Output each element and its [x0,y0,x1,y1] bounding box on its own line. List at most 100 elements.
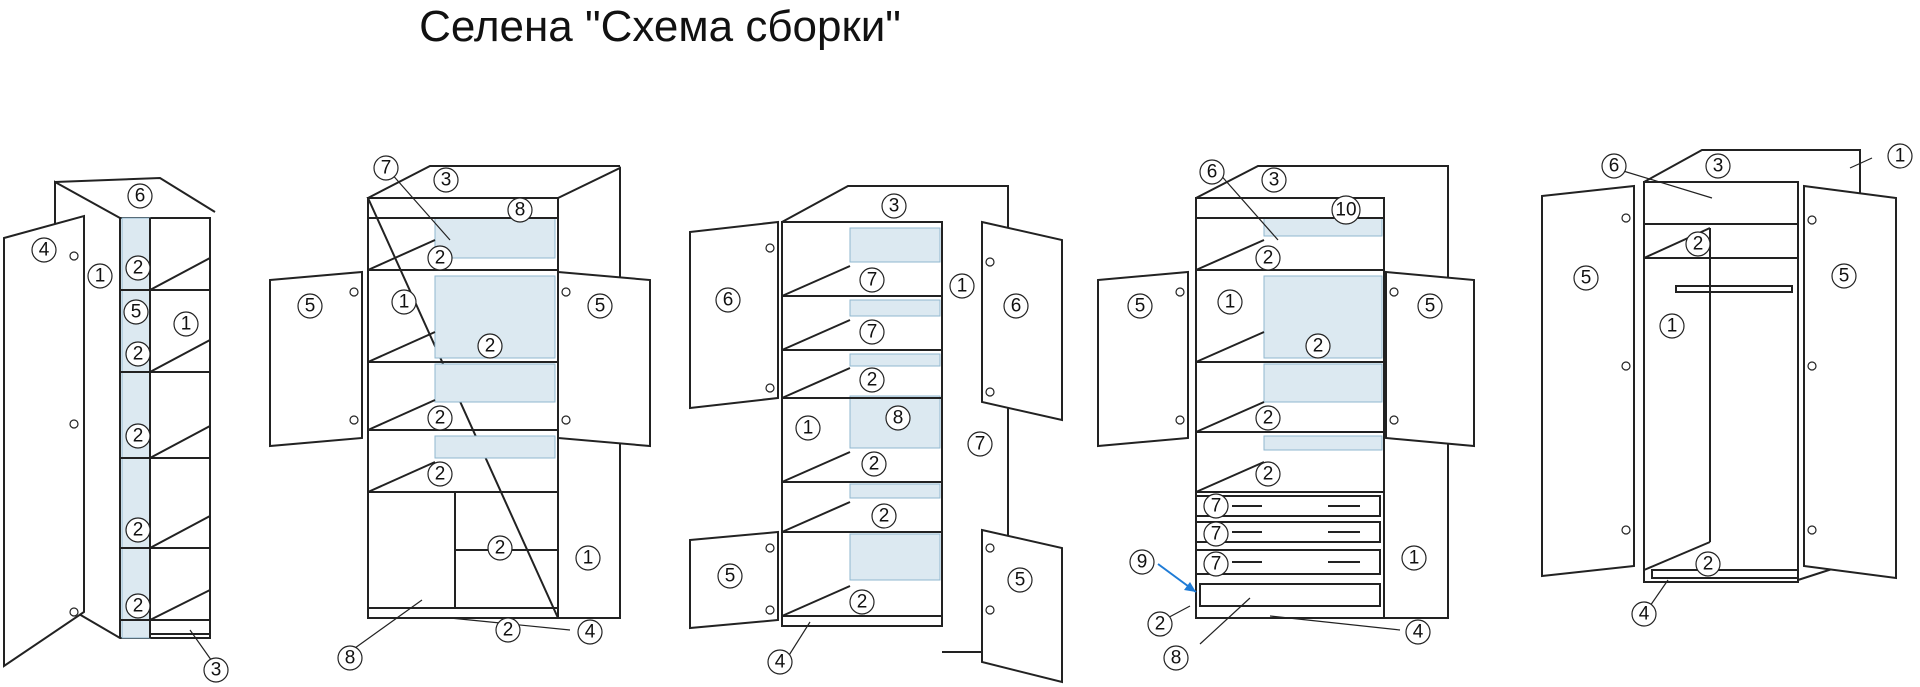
callout: 2 [125,517,151,543]
svg-text:2: 2 [435,464,446,485]
callout: 2 [487,535,513,561]
callout: 7 [1203,521,1229,547]
callout: 2 [477,333,503,359]
svg-text:4: 4 [1413,622,1424,643]
callouts-unit1: 4 6 1 5 1 2 2 2 2 2 3 [31,183,229,683]
callout: 5 [1573,265,1599,291]
callout: 2 [1255,245,1281,271]
svg-text:1: 1 [95,266,106,287]
callout: 2 [125,341,151,367]
svg-text:10: 10 [1335,200,1356,221]
callout: 1 [795,415,821,441]
svg-text:1: 1 [1225,292,1236,313]
callout: 6 [1601,153,1627,179]
callout: 7 [967,431,993,457]
svg-text:2: 2 [1703,554,1714,575]
svg-text:1: 1 [583,548,594,569]
wardrobe-drawing [1541,149,1897,583]
svg-text:2: 2 [879,506,890,527]
callout: 3 [881,193,907,219]
svg-text:3: 3 [1269,170,1280,191]
svg-text:3: 3 [211,660,222,681]
svg-text:1: 1 [1667,316,1678,337]
callout: 4 [577,619,603,645]
callout: 6 [1003,293,1029,319]
svg-text:2: 2 [495,538,506,559]
svg-text:7: 7 [381,158,392,179]
svg-text:5: 5 [1015,570,1026,591]
callout: 5 [123,299,149,325]
callout: 2 [125,423,151,449]
cabinet-two-drawing [269,165,651,619]
callout: 1 [949,273,975,299]
svg-text:5: 5 [1425,296,1436,317]
callouts-unit3: 3 6 7 1 6 7 2 1 8 2 7 2 5 2 5 4 [715,193,1033,675]
svg-text:8: 8 [345,648,356,669]
callout: 2 [427,461,453,487]
svg-text:7: 7 [975,434,986,455]
callout: 5 [1007,567,1033,593]
callout: 6 [1199,159,1225,185]
callout: 4 [1405,619,1431,645]
svg-text:7: 7 [1211,496,1222,517]
callout: 2 [427,405,453,431]
callout: 1 [1401,545,1427,571]
svg-text:2: 2 [867,370,878,391]
callout: 8 [337,645,363,671]
svg-text:2: 2 [133,344,144,365]
svg-text:2: 2 [1313,336,1324,357]
svg-text:1: 1 [1409,548,1420,569]
svg-text:3: 3 [889,196,900,217]
svg-text:5: 5 [131,302,142,323]
callout: 7 [1203,551,1229,577]
callout: 1 [1659,313,1685,339]
svg-text:6: 6 [1609,156,1620,177]
cabinet-four-drawing [1097,165,1475,619]
callout: 2 [1685,231,1711,257]
svg-text:4: 4 [1639,604,1650,625]
callout: 7 [373,155,399,181]
svg-text:1: 1 [181,314,192,335]
svg-text:2: 2 [1693,234,1704,255]
svg-text:4: 4 [39,240,50,261]
svg-text:3: 3 [1713,156,1724,177]
callout: 7 [859,319,885,345]
svg-text:6: 6 [723,290,734,311]
callout: 4 [31,237,57,263]
svg-text:2: 2 [133,426,144,447]
svg-text:2: 2 [435,248,446,269]
svg-text:1: 1 [1895,146,1906,167]
callout: 5 [1417,293,1443,319]
callout: 2 [125,255,151,281]
callouts-unit5: 6 3 1 2 5 1 5 2 4 [1573,143,1913,627]
diagram-title: Селена "Схема сборки" [419,2,901,51]
svg-text:5: 5 [305,296,316,317]
svg-text:2: 2 [1263,248,1274,269]
callout: 2 [861,451,887,477]
callout: 6 [127,183,153,209]
svg-text:5: 5 [725,566,736,587]
callout: 6 [715,287,741,313]
svg-text:2: 2 [1263,464,1274,485]
callout: 2 [849,589,875,615]
callout: 1 [391,289,417,315]
callout: 4 [767,649,793,675]
callout: 2 [1147,611,1173,637]
callout: 2 [1695,551,1721,577]
svg-text:1: 1 [803,418,814,439]
callout: 9 [1129,549,1155,575]
callout: 10 [1331,195,1361,225]
svg-text:6: 6 [1011,296,1022,317]
svg-text:9: 9 [1137,552,1148,573]
callout: 8 [885,405,911,431]
callout: 2 [1305,333,1331,359]
callout: 7 [859,267,885,293]
callout: 5 [717,563,743,589]
callout: 3 [1705,153,1731,179]
svg-text:2: 2 [1155,614,1166,635]
callout: 2 [1255,405,1281,431]
callout: 1 [87,263,113,289]
svg-text:2: 2 [133,596,144,617]
callout: 2 [1255,461,1281,487]
